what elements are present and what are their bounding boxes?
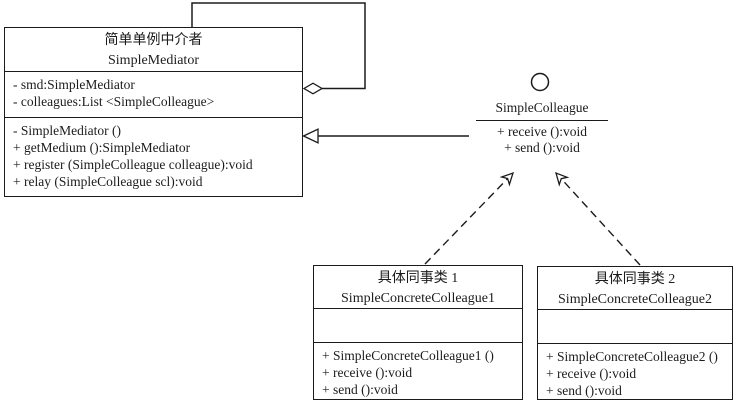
interface-name: SimpleColleague [476, 97, 608, 121]
methods-section: - SimpleMediator () + getMedium ():Simpl… [5, 117, 302, 196]
class-method: + send ():void [322, 382, 398, 397]
attributes-section: - smd:SimpleMediator - colleagues:List <… [5, 71, 302, 117]
class-title: 具体同事类 1 SimpleConcreteColleague1 [314, 266, 522, 308]
realization-arrow-colleague2 [555, 171, 641, 266]
class-method: + SimpleConcreteColleague1 () [322, 348, 494, 363]
class-method: + getMedium ():SimpleMediator [13, 140, 191, 155]
hollow-triangle-arrowhead-icon [301, 128, 319, 144]
class-title-cn: 具体同事类 1 [377, 271, 459, 286]
class-title: 具体同事类 2 SimpleConcreteColleague2 [538, 267, 732, 309]
methods-section: + SimpleConcreteColleague1 () + receive … [314, 342, 522, 399]
class-method: - SimpleMediator () [13, 123, 121, 138]
aggregation-diamond-icon [302, 82, 324, 95]
interface-methods: + receive ():void + send ():void [476, 121, 608, 156]
attributes-section-empty [314, 308, 522, 342]
interface-method: + receive ():void [496, 124, 588, 139]
class-title-cn: 具体同事类 2 [594, 272, 676, 287]
interface-lollipop-icon [530, 72, 550, 92]
class-method: + SimpleConcreteColleague2 () [546, 349, 718, 364]
class-simple-mediator: 简单单例中介者 SimpleMediator - smd:SimpleMedia… [4, 27, 303, 197]
class-method: + receive ():void [322, 365, 413, 380]
class-title: 简单单例中介者 SimpleMediator [5, 28, 302, 71]
class-title-en: SimpleMediator [108, 53, 199, 68]
class-method: + send ():void [546, 383, 622, 398]
generalization-arrow [301, 128, 469, 144]
class-simple-concrete-colleague2: 具体同事类 2 SimpleConcreteColleague2 + Simpl… [537, 266, 733, 400]
methods-section: + SimpleConcreteColleague2 () + receive … [538, 343, 732, 399]
class-method: + relay (SimpleColleague scl):void [13, 174, 203, 189]
class-method: + register (SimpleColleague colleague):v… [13, 157, 253, 172]
class-attribute: - colleagues:List <SimpleColleague> [13, 94, 215, 109]
class-method: + receive ():void [546, 366, 637, 381]
interface-method: + send ():void [504, 140, 580, 155]
realization-arrow-colleague1 [424, 171, 514, 265]
class-title-en: SimpleConcreteColleague1 [341, 291, 495, 306]
class-title-cn: 简单单例中介者 [104, 33, 203, 48]
class-attribute: - smd:SimpleMediator [13, 77, 135, 92]
class-title-en: SimpleConcreteColleague2 [558, 292, 712, 307]
interface-simple-colleague: SimpleColleague + receive ():void + send… [476, 97, 608, 156]
attributes-section-empty [538, 309, 732, 343]
class-simple-concrete-colleague1: 具体同事类 1 SimpleConcreteColleague1 + Simpl… [313, 265, 523, 400]
